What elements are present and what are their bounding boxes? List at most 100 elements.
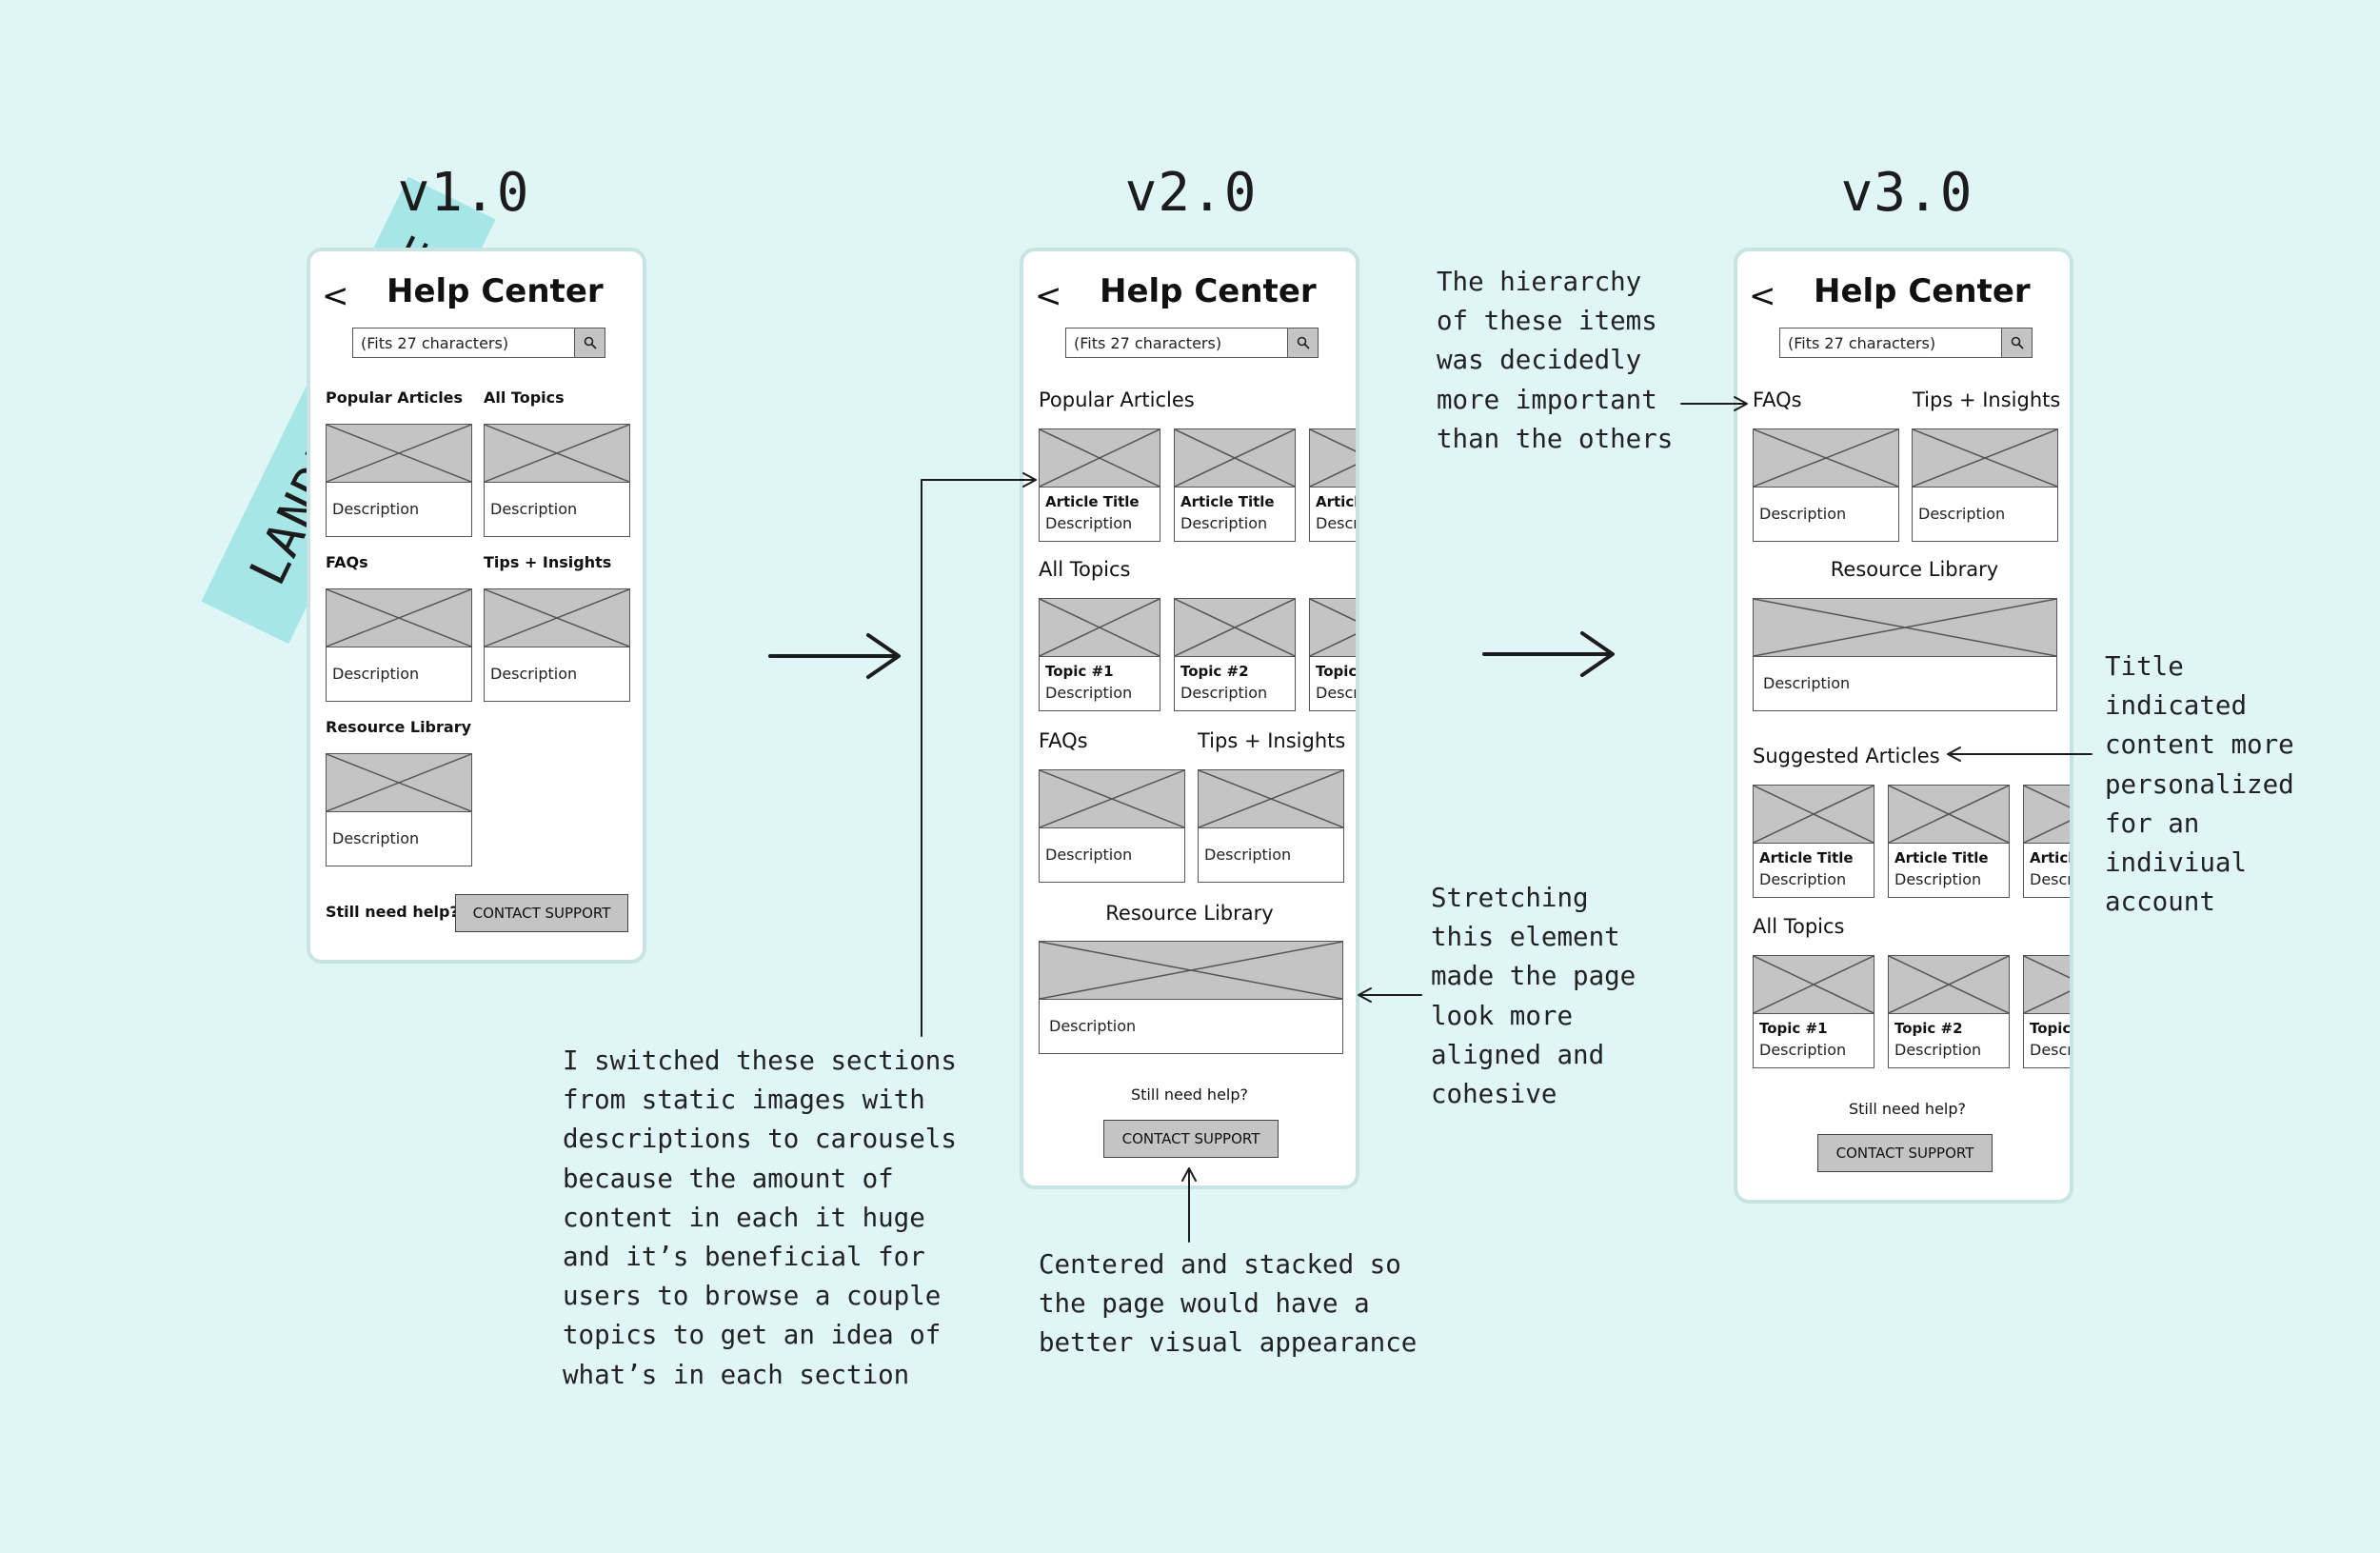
search-input[interactable]: (Fits 27 characters) — [361, 334, 509, 352]
note-line: content more — [2105, 729, 2294, 761]
search-button[interactable] — [1287, 329, 1318, 357]
contact-support-button[interactable]: CONTACT SUPPORT — [1817, 1134, 1993, 1172]
phone-v2: < Help Center (Fits 27 characters) Popul… — [1020, 248, 1359, 1189]
card-description: Descr — [1316, 514, 1359, 532]
image-placeholder-icon — [327, 589, 471, 647]
note-line: because the amount of — [563, 1163, 894, 1194]
card[interactable]: Description — [1039, 769, 1185, 883]
note-line: descriptions to carousels — [563, 1124, 957, 1155]
card[interactable]: Description — [326, 753, 472, 866]
card[interactable]: Description — [484, 588, 630, 702]
section-popular-articles: Popular Articles — [326, 388, 464, 407]
card[interactable]: Description — [1912, 428, 2058, 542]
note-line: of these items — [1437, 306, 1657, 337]
arrow-v2-to-v3 — [1482, 631, 1615, 677]
note-line: Stretching — [1431, 883, 1589, 913]
arrow-stretching-note — [1358, 987, 1422, 1003]
section-tips-insights: Tips + Insights — [484, 553, 612, 571]
search-input[interactable]: (Fits 27 characters) — [1788, 334, 1936, 352]
note-line: Centered and stacked so — [1039, 1249, 1401, 1280]
card-wide[interactable]: Description — [1039, 941, 1343, 1054]
card[interactable]: Description — [326, 424, 472, 537]
image-placeholder-icon — [1889, 786, 2009, 843]
card-title: Topic #1 — [1045, 663, 1114, 680]
card-wide[interactable]: Description — [1753, 598, 2057, 711]
search-bar: (Fits 27 characters) — [1065, 328, 1319, 358]
section-all-topics: All Topics — [484, 388, 565, 407]
phone-v3: < Help Center (Fits 27 characters) FAQs … — [1734, 248, 2073, 1204]
card-description: Description — [1759, 870, 1847, 888]
note-line: Title — [2105, 651, 2184, 682]
back-chevron-icon[interactable]: < — [322, 277, 349, 315]
search-icon — [584, 336, 597, 349]
section-all-topics: All Topics — [1753, 915, 1845, 938]
note-line: account — [2105, 886, 2215, 918]
search-button[interactable] — [2001, 329, 2032, 357]
note-line: personalized — [2105, 768, 2294, 800]
search-input[interactable]: (Fits 27 characters) — [1074, 334, 1222, 352]
card-description: Description — [1045, 846, 1133, 864]
card-title: Topic #1 — [1759, 1020, 1828, 1037]
carousel-card[interactable]: Topic #1 Description — [1753, 955, 1874, 1068]
section-tips-insights: Tips + Insights — [1198, 729, 1346, 752]
card-description: Descr — [2030, 870, 2073, 888]
note-line: content in each it huge — [563, 1202, 925, 1233]
page-title: Help Center — [1100, 272, 1317, 310]
page-title: Help Center — [387, 272, 604, 310]
card-description: Description — [1894, 870, 1982, 888]
image-placeholder-icon — [1175, 599, 1295, 656]
arrow-hierarchy-note — [1680, 396, 1748, 411]
contact-support-button[interactable]: CONTACT SUPPORT — [1103, 1120, 1279, 1158]
card-description: Description — [490, 665, 578, 683]
card-description: Description — [1204, 846, 1292, 864]
back-chevron-icon[interactable]: < — [1035, 277, 1062, 315]
back-chevron-icon[interactable]: < — [1749, 277, 1776, 315]
image-placeholder-icon — [2024, 956, 2073, 1013]
card[interactable]: Description — [1198, 769, 1344, 883]
card-description: Description — [332, 665, 420, 683]
image-placeholder-icon — [327, 754, 471, 811]
note-title: Title indicated content more personalize… — [2105, 647, 2294, 922]
carousel-card-partial[interactable]: ArticleDescr — [1309, 428, 1359, 542]
contact-support-button[interactable]: CONTACT SUPPORT — [455, 894, 628, 932]
card[interactable]: Description — [326, 588, 472, 702]
note-line: cohesive — [1431, 1079, 1557, 1110]
note-line: aligned and — [1431, 1039, 1605, 1070]
search-button[interactable] — [574, 329, 605, 357]
image-placeholder-icon — [1913, 429, 2057, 487]
note-line: made the page — [1431, 961, 1636, 992]
still-need-help-label: Still need help? — [326, 903, 459, 921]
note-line: indicated — [2105, 690, 2248, 722]
card-description: Description — [1759, 1041, 1847, 1059]
card-description: Description — [1759, 505, 1847, 523]
search-bar: (Fits 27 characters) — [1779, 328, 2033, 358]
section-resource-library: Resource Library — [1830, 558, 1999, 581]
card[interactable]: Description — [1753, 428, 1899, 542]
note-line: The hierarchy — [1437, 267, 1642, 297]
image-placeholder-icon — [1040, 770, 1184, 827]
note-line: for an — [2105, 807, 2200, 839]
image-placeholder-icon — [327, 425, 471, 482]
image-placeholder-icon — [1040, 599, 1160, 656]
card[interactable]: Description — [484, 424, 630, 537]
note-line: users to browse a couple — [563, 1281, 942, 1312]
card-title: Article Title — [1894, 849, 1989, 866]
note-centered: Centered and stacked so the page would h… — [1039, 1245, 1417, 1364]
card-description: Descr — [1316, 684, 1359, 702]
card-title: Topic — [2030, 1020, 2072, 1037]
version-2-heading: v2.0 — [1124, 162, 1258, 224]
image-placeholder-icon — [1310, 599, 1359, 656]
arrow-title-note — [1947, 747, 2092, 762]
card-title: Topic — [1316, 663, 1358, 680]
